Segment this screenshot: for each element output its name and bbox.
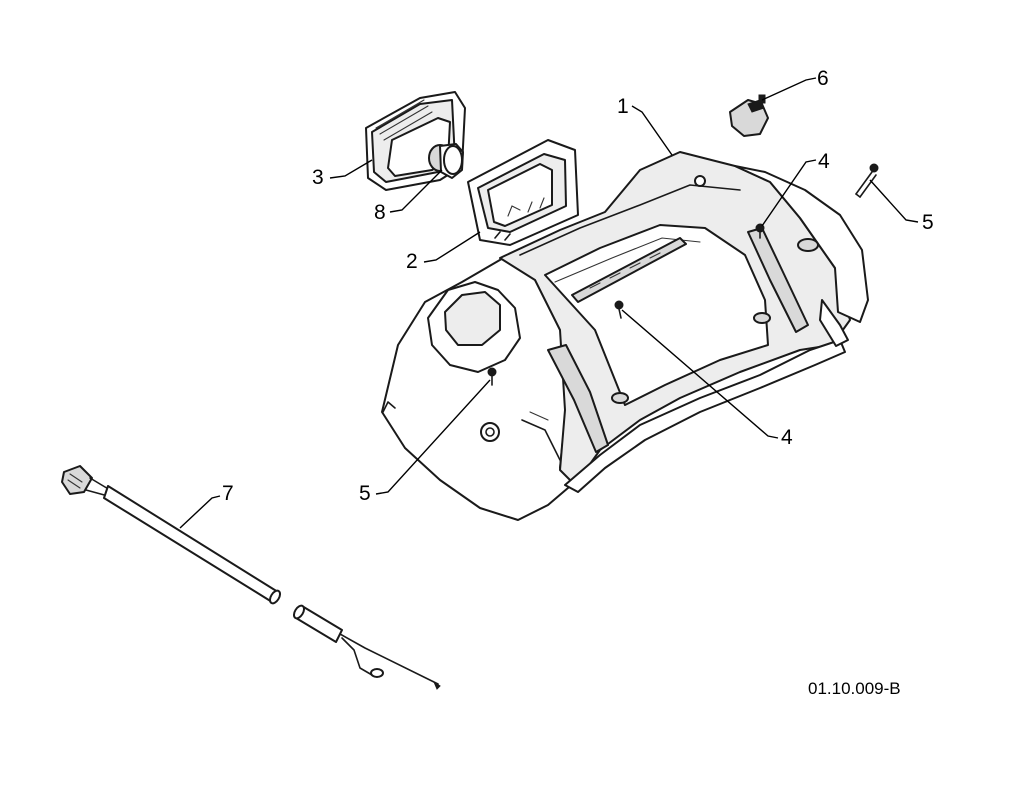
part-4-screw-lower (614, 300, 624, 319)
leader-6 (761, 77, 817, 101)
callout-7: 7 (222, 482, 234, 505)
callout-3: 3 (312, 166, 324, 189)
leader-lines (179, 77, 919, 529)
callout-6: 6 (817, 67, 829, 90)
part-2-lamp-frame (467, 139, 579, 246)
leader-4-lower (621, 309, 779, 439)
callout-4-lower: 4 (781, 426, 793, 449)
leader-2 (423, 231, 481, 263)
callout-5-upper: 5 (922, 211, 934, 234)
callout-2: 2 (406, 250, 418, 273)
callout-4-upper: 4 (818, 150, 830, 173)
leader-7 (179, 495, 221, 529)
part-5-screw-upper (855, 163, 879, 198)
callout-1: 1 (617, 95, 629, 118)
drawing-reference-number: 01.10.009-B (808, 679, 901, 698)
leader-8 (389, 169, 443, 213)
leader-3 (329, 159, 373, 179)
leader-4-upper (761, 159, 817, 227)
part-1-hood-cover (381, 151, 869, 521)
callout-8: 8 (374, 201, 386, 224)
part-8-bulb (428, 143, 464, 179)
callout-labels: 1 2 3 4 4 5 5 6 7 8 (222, 67, 934, 505)
leader-5-lower (375, 379, 491, 495)
leader-5-upper (869, 179, 919, 223)
part-7-cable-harness (61, 465, 441, 690)
part-5-screw-lower (487, 367, 497, 386)
callout-5-lower: 5 (359, 482, 371, 505)
part-4-screw-upper (755, 223, 765, 239)
leader-1 (631, 105, 673, 156)
part-6-switch-knob (729, 94, 769, 137)
